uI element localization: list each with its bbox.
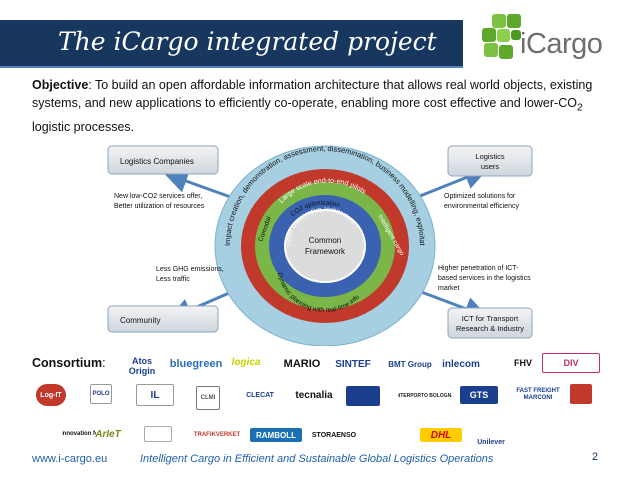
title-underline (0, 66, 463, 68)
partner-logo: Atos Origin (128, 356, 156, 376)
footer-caption: Intelligent Cargo in Efficient and Susta… (140, 453, 494, 465)
partner-logo: STORAENSO (311, 431, 357, 439)
box-logistics-users (447, 145, 533, 177)
note-bottom-right-3: market (438, 285, 459, 292)
partner-logo: inlecom (442, 358, 480, 370)
partner-logo: CLMI (196, 386, 220, 410)
note-top-right-2: environmental efficiency (444, 203, 519, 210)
objective-text: Objective: To build an open affordable i… (32, 76, 612, 136)
partner-logo: ArIeT (95, 428, 121, 440)
partner-logo: tecnalia (295, 389, 333, 401)
consortium-label-colon: : (102, 356, 106, 370)
partner-logo: RAMBOLL (250, 428, 302, 442)
box-logistics-companies (107, 145, 219, 175)
partner-logo (144, 426, 172, 442)
logo-text: iCargo (520, 28, 603, 60)
box-logistics-companies-label: Logistics Companies (120, 157, 194, 166)
partner-logo: TRAFIKVERKET (193, 432, 241, 438)
center-label-2: Framework (305, 247, 346, 256)
partner-logo: Unilever (477, 439, 505, 446)
partner-logo: CLECAT (246, 391, 274, 399)
center-circle (284, 209, 366, 283)
partner-logo: INTERPORTO BOLOGNA (398, 393, 452, 399)
objective-subscript: 2 (576, 102, 583, 114)
box-logistics-users-label-1: Logistics (475, 152, 504, 161)
partner-logo: logica (231, 356, 261, 368)
partner-logo: IL (136, 384, 174, 406)
partner-logo: TNO innovation for life (62, 431, 96, 437)
partner-logo: Log-IT (36, 384, 66, 406)
slide-title: The iCargo integrated project (58, 27, 437, 56)
note-bottom-right-1: Higher penetration of ICT- (438, 265, 519, 272)
footer-url[interactable]: www.i-cargo.eu (32, 453, 108, 465)
note-bottom-left-1: Less GHG emissions, (156, 266, 224, 273)
partner-logo: GTS (460, 386, 498, 404)
note-bottom-right-2: based services in the logistics (438, 275, 531, 282)
box-community (107, 305, 219, 333)
partner-logo: bluegreen (170, 358, 222, 370)
note-bottom-left-2: Less traffic (156, 276, 190, 283)
green-cubes-icon (482, 14, 521, 59)
consortium-label-text: Consortium (32, 356, 103, 370)
objective-body: : To build an open affordable informatio… (32, 78, 593, 110)
partner-logo: FHV (514, 358, 532, 368)
title-bar (0, 20, 463, 66)
page-number: 2 (592, 451, 599, 463)
box-ict-label-2: Research & Industry (456, 324, 524, 333)
consortium-label: Consortium: (32, 356, 106, 370)
box-community-label: Community (120, 316, 160, 325)
partner-logo: SINTEF (335, 358, 371, 370)
box-ict-label-1: ICT for Transport (462, 314, 519, 323)
center-label-1: Common (309, 236, 341, 245)
partner-logo: POLO (90, 384, 112, 404)
objective-tail: logistic processes. (32, 119, 135, 134)
icargo-logo (482, 14, 521, 59)
partner-logo: MARIO (284, 358, 320, 370)
note-top-left-1: New low-CO2 services offer, (114, 193, 202, 200)
partner-logo: DIV (542, 353, 600, 373)
box-logistics-users-label-2: users (481, 162, 500, 171)
partner-logo (346, 386, 380, 406)
partner-logo: DHL (420, 428, 462, 442)
partner-logo (570, 384, 592, 404)
note-top-left-2: Better utilization of resources (114, 203, 205, 210)
partner-logo (364, 428, 408, 442)
partner-logo: FAST FREIGHT MARCONI (516, 388, 560, 401)
partner-logo: BMT Group (388, 359, 432, 369)
note-top-right-1: Optimized solutions for (444, 193, 516, 200)
architecture-diagram: Impact creation, demonstration, assessme… (100, 134, 533, 346)
objective-label: Objective (32, 78, 89, 92)
box-ict (447, 307, 533, 339)
